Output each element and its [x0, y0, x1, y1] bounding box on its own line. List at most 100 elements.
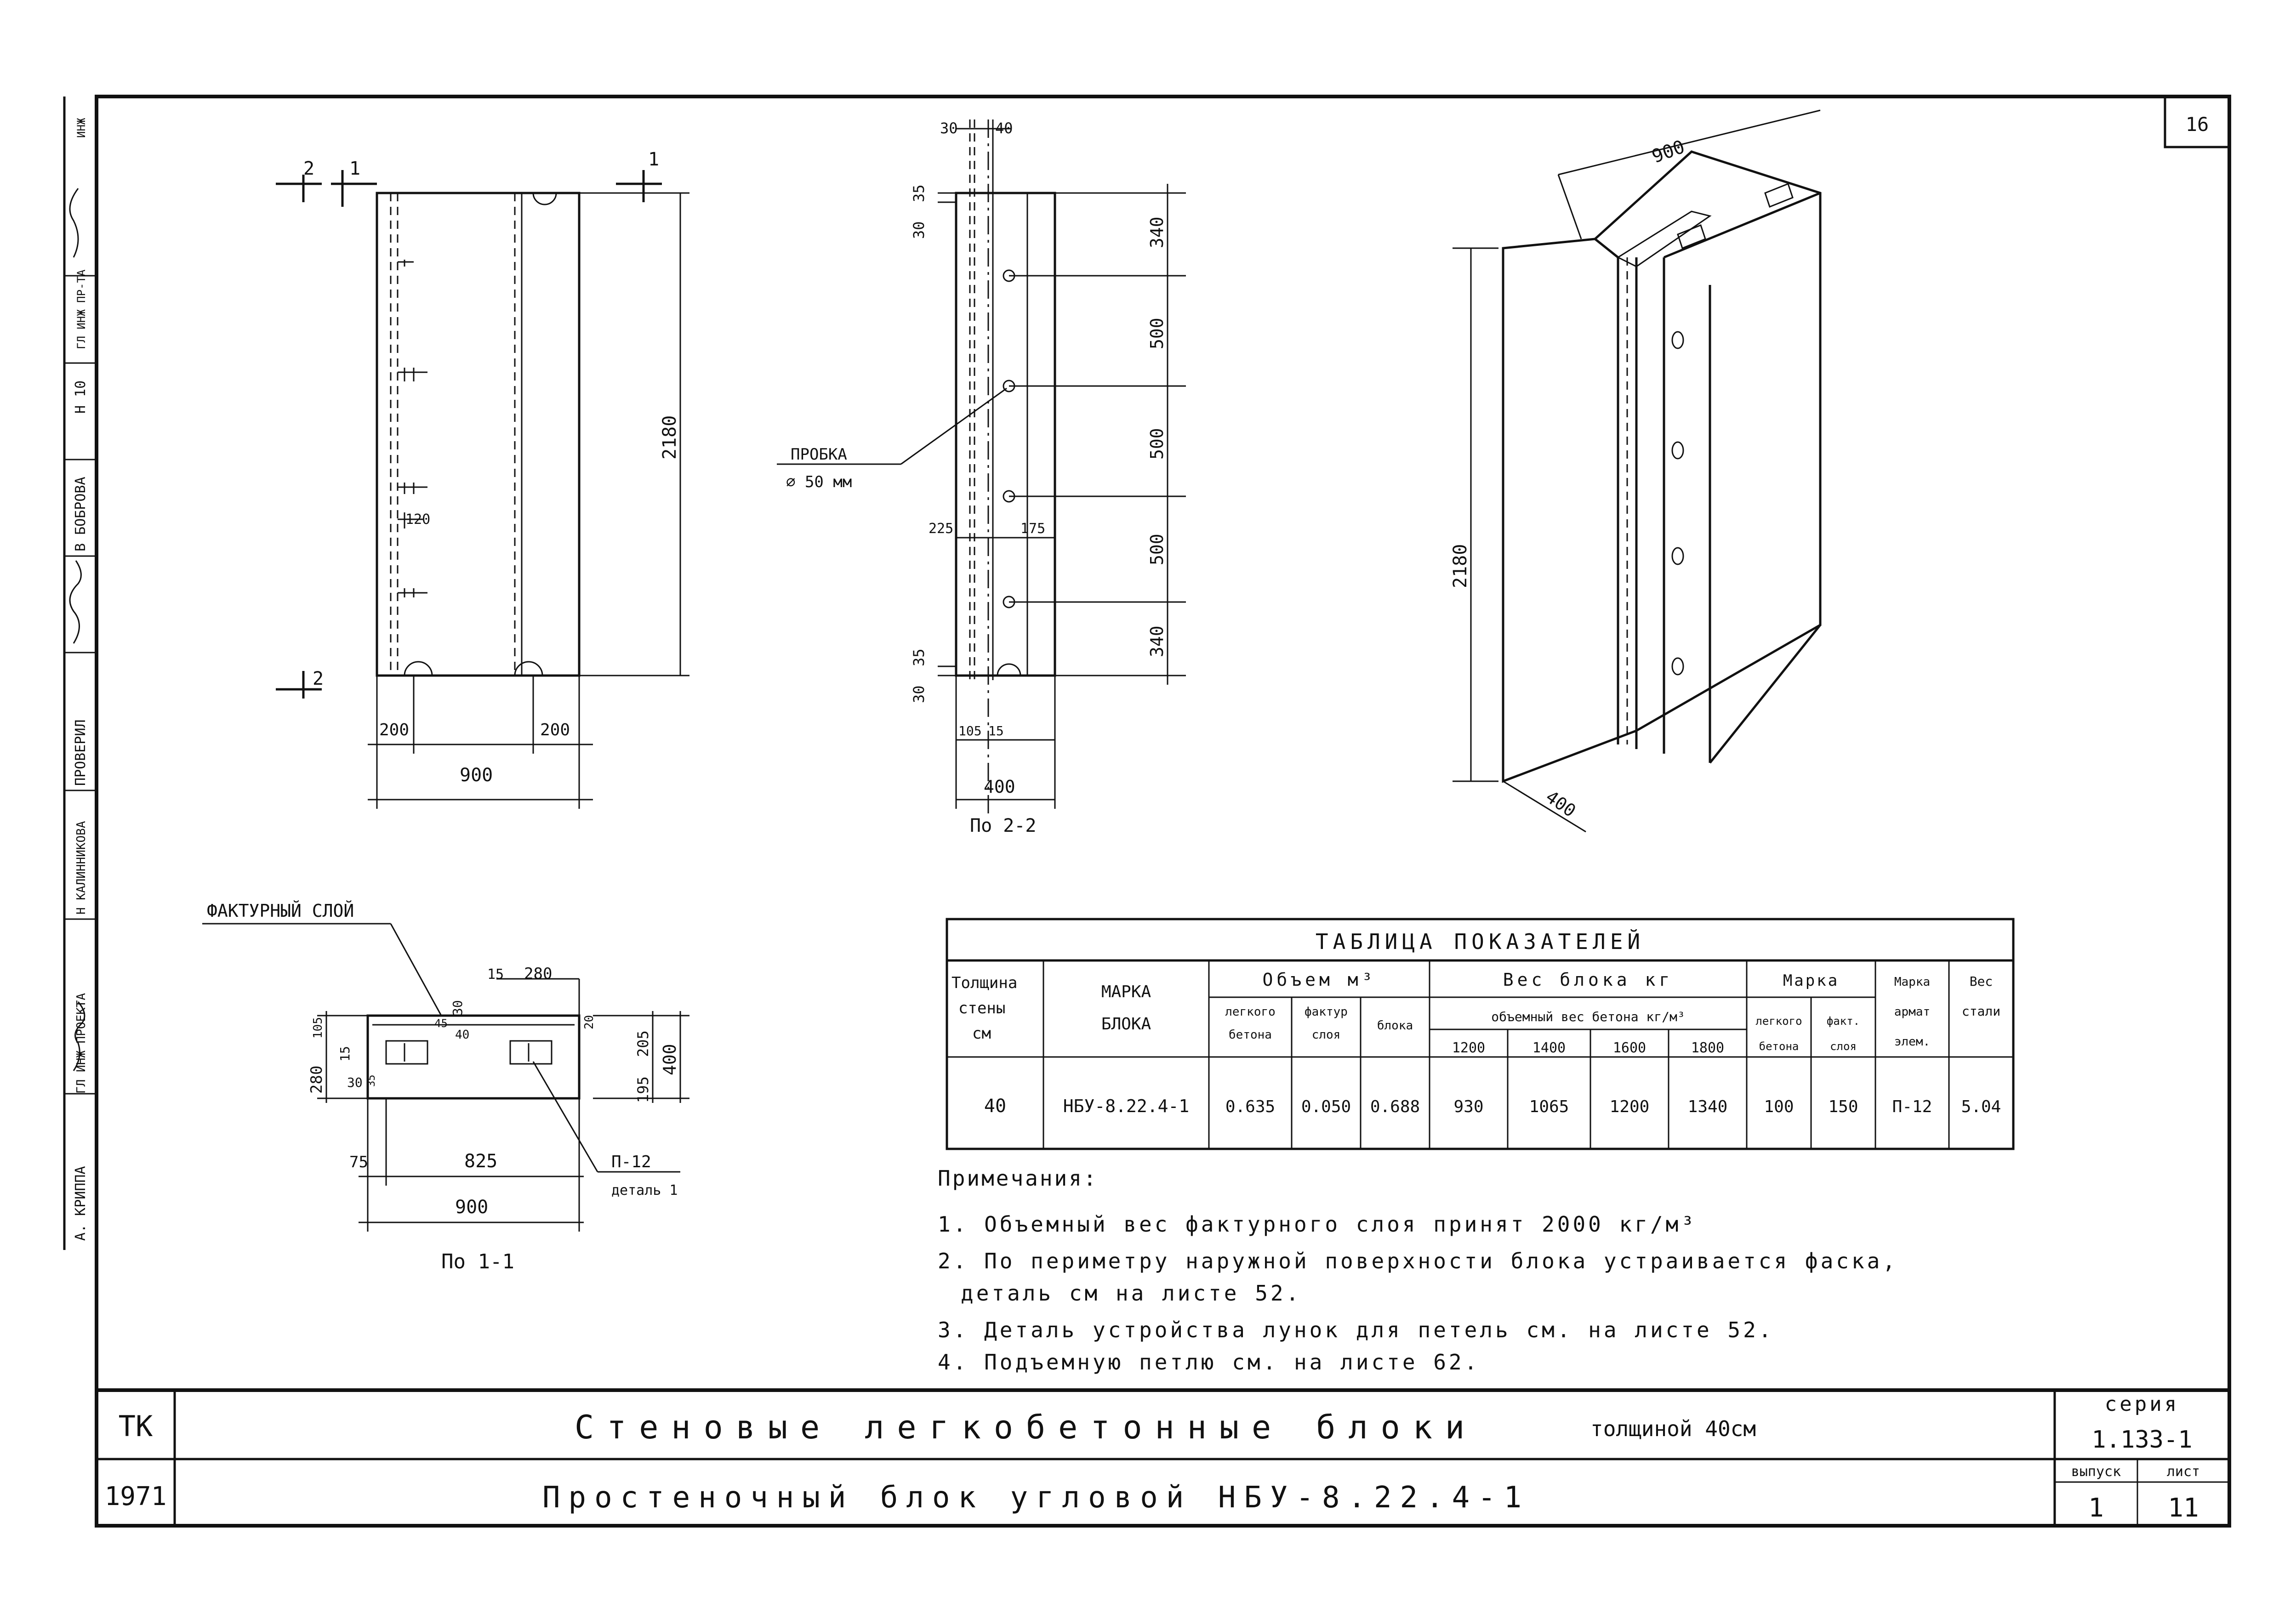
s11-left15: 15	[337, 1046, 353, 1062]
s22-title: По 2-2	[970, 815, 1037, 836]
cell-vol-light: 0.635	[1225, 1097, 1275, 1116]
signature-3	[69, 188, 79, 258]
s11-d900: 900	[455, 1197, 488, 1218]
s11-d825: 825	[464, 1151, 497, 1172]
h-arm-2: армат	[1894, 1005, 1930, 1019]
plug-label: ПРОБКА	[791, 445, 847, 464]
year: 1971	[105, 1482, 167, 1511]
s11-title: По 1-1	[441, 1250, 514, 1273]
h-thickness-3: см	[972, 1024, 991, 1043]
side-stamp: А. КРИППА ГЛ ИНЖ ПРОЕКТА Н КАЛИННИКОВА П…	[63, 97, 97, 1250]
s11-left30: 30	[347, 1075, 363, 1090]
plan-dim-right: 200	[540, 721, 570, 739]
h-weight-sub: объемный вес бетона кг/м³	[1491, 1009, 1685, 1024]
table-title: ТАБЛИЦА ПОКАЗАТЕЛЕЙ	[1316, 929, 1645, 954]
s22-d225: 225	[929, 521, 953, 537]
h-mark-2: БЛОКА	[1101, 1015, 1151, 1034]
plan-dim-left: 200	[379, 721, 409, 739]
h-arm-3: элем.	[1894, 1035, 1930, 1049]
h-vol-light-2: бетона	[1229, 1028, 1272, 1042]
h-arm-1: Марка	[1894, 975, 1930, 989]
layer-label: ФАКТУРНЫЙ СЛОЙ	[207, 901, 354, 921]
s22-d105: 105	[958, 723, 982, 738]
stamp-role-3: ГЛ ИНЖ ПР-ТА	[75, 269, 88, 349]
s11-d15: 15	[487, 966, 504, 983]
s11-left280: 280	[308, 1066, 326, 1094]
detail-label: деталь 1	[611, 1182, 678, 1199]
s11-left35: 35	[366, 1075, 377, 1087]
h-grade-fact-1: факт.	[1827, 1015, 1860, 1028]
h-thickness-2: стены	[958, 999, 1005, 1017]
title-line-1: Стеновые легкобетонные блоки	[575, 1409, 1477, 1446]
title-suffix: толщиной 40см	[1590, 1416, 1756, 1441]
section-mark-1a: 1	[349, 158, 360, 179]
cell-vol-fact: 0.050	[1301, 1097, 1351, 1116]
h-w-1400: 1400	[1533, 1040, 1566, 1056]
stamp-num: Н 10	[73, 381, 89, 414]
stamp-role-4: ИНЖ	[75, 118, 88, 138]
sheet-frame: 16	[95, 95, 2231, 1528]
iso-width: 900	[1649, 136, 1688, 167]
rebar-label: П-12	[611, 1153, 651, 1171]
section-mark-bottom: 2	[313, 668, 324, 689]
issue-number: 1	[2088, 1493, 2104, 1523]
plan-view: 120 2 2 1 1 2180 200 200 900	[276, 149, 689, 809]
cell-mark: НБУ-8.22.4-1	[1063, 1096, 1190, 1116]
s11-d205: 205	[634, 1030, 652, 1057]
cell-w-1600: 1200	[1610, 1097, 1650, 1116]
cell-grade-fact: 150	[1828, 1097, 1858, 1116]
s11-d195: 195	[634, 1076, 652, 1103]
note-2: 2. По периметру наружной поверхности бло…	[938, 1249, 1898, 1273]
s22-seg2: 500	[1147, 318, 1167, 349]
s22-width: 400	[984, 777, 1015, 797]
h-grade-light-2: бетона	[1759, 1040, 1799, 1053]
s11-d75: 75	[349, 1153, 368, 1171]
s11-d105: 105	[311, 1017, 325, 1039]
h-vol-light-1: легкого	[1225, 1005, 1276, 1019]
issue-label: выпуск	[2071, 1464, 2121, 1480]
s22-top-a: 30	[940, 119, 958, 137]
s22-d175: 175	[1020, 521, 1045, 537]
s22-seg3: 500	[1147, 428, 1167, 460]
s22-bottom-left2: 35	[910, 648, 928, 666]
title-block: ТК 1971 Стеновые легкобетонные блоки тол…	[97, 1388, 2229, 1526]
series-label: серия	[2105, 1392, 2179, 1416]
series-code: 1.133-1	[2091, 1426, 2192, 1454]
signature-1	[73, 1001, 85, 1071]
h-w-1800: 1800	[1691, 1040, 1724, 1056]
notes-title: Примечания:	[938, 1166, 1098, 1191]
s22-seg1: 340	[1147, 216, 1167, 248]
h-w-1200: 1200	[1452, 1040, 1485, 1056]
iso-height: 2180	[1450, 544, 1471, 588]
note-3: 3. Деталь устройства лунок для петель см…	[938, 1318, 1774, 1342]
section-mark-top-left: 2	[303, 158, 314, 179]
plan-dim-height: 2180	[659, 415, 680, 460]
h-steel-1: Вес	[1970, 974, 1993, 989]
sheet-number-tb: 11	[2168, 1493, 2199, 1523]
h-grade: Марка	[1783, 971, 1839, 990]
s22-top-b: 40	[995, 119, 1013, 137]
s22-top-left: 30	[910, 221, 928, 239]
cell-steel: 5.04	[1961, 1097, 2001, 1116]
cell-thickness: 40	[984, 1096, 1006, 1117]
isometric-view: 900 2180 400	[1450, 109, 1822, 833]
org-code: ТК	[119, 1409, 153, 1443]
cell-arm: П-12	[1892, 1097, 1932, 1116]
plan-dim-width: 900	[460, 765, 493, 786]
notes: Примечания: 1. Объемный вес фактурного с…	[938, 1166, 1898, 1375]
plan-dim-step: 120	[405, 511, 430, 528]
h-mark-1: МАРКА	[1101, 983, 1151, 1001]
cell-w-1800: 1340	[1688, 1097, 1728, 1116]
stamp-name-2: Н КАЛИННИКОВА	[74, 821, 88, 915]
signature-2	[69, 560, 82, 644]
h-vol-block: блока	[1377, 1019, 1413, 1033]
h-w-1600: 1600	[1613, 1040, 1646, 1056]
iso-depth: 400	[1542, 786, 1579, 821]
note-1: 1. Объемный вес фактурного слоя принят 2…	[938, 1212, 1697, 1237]
s11-d45: 45	[434, 1017, 448, 1030]
h-grade-light-1: легкого	[1755, 1015, 1802, 1028]
plug-diameter: ⌀ 50 мм	[786, 473, 852, 491]
sheet-number: 16	[2186, 113, 2209, 136]
